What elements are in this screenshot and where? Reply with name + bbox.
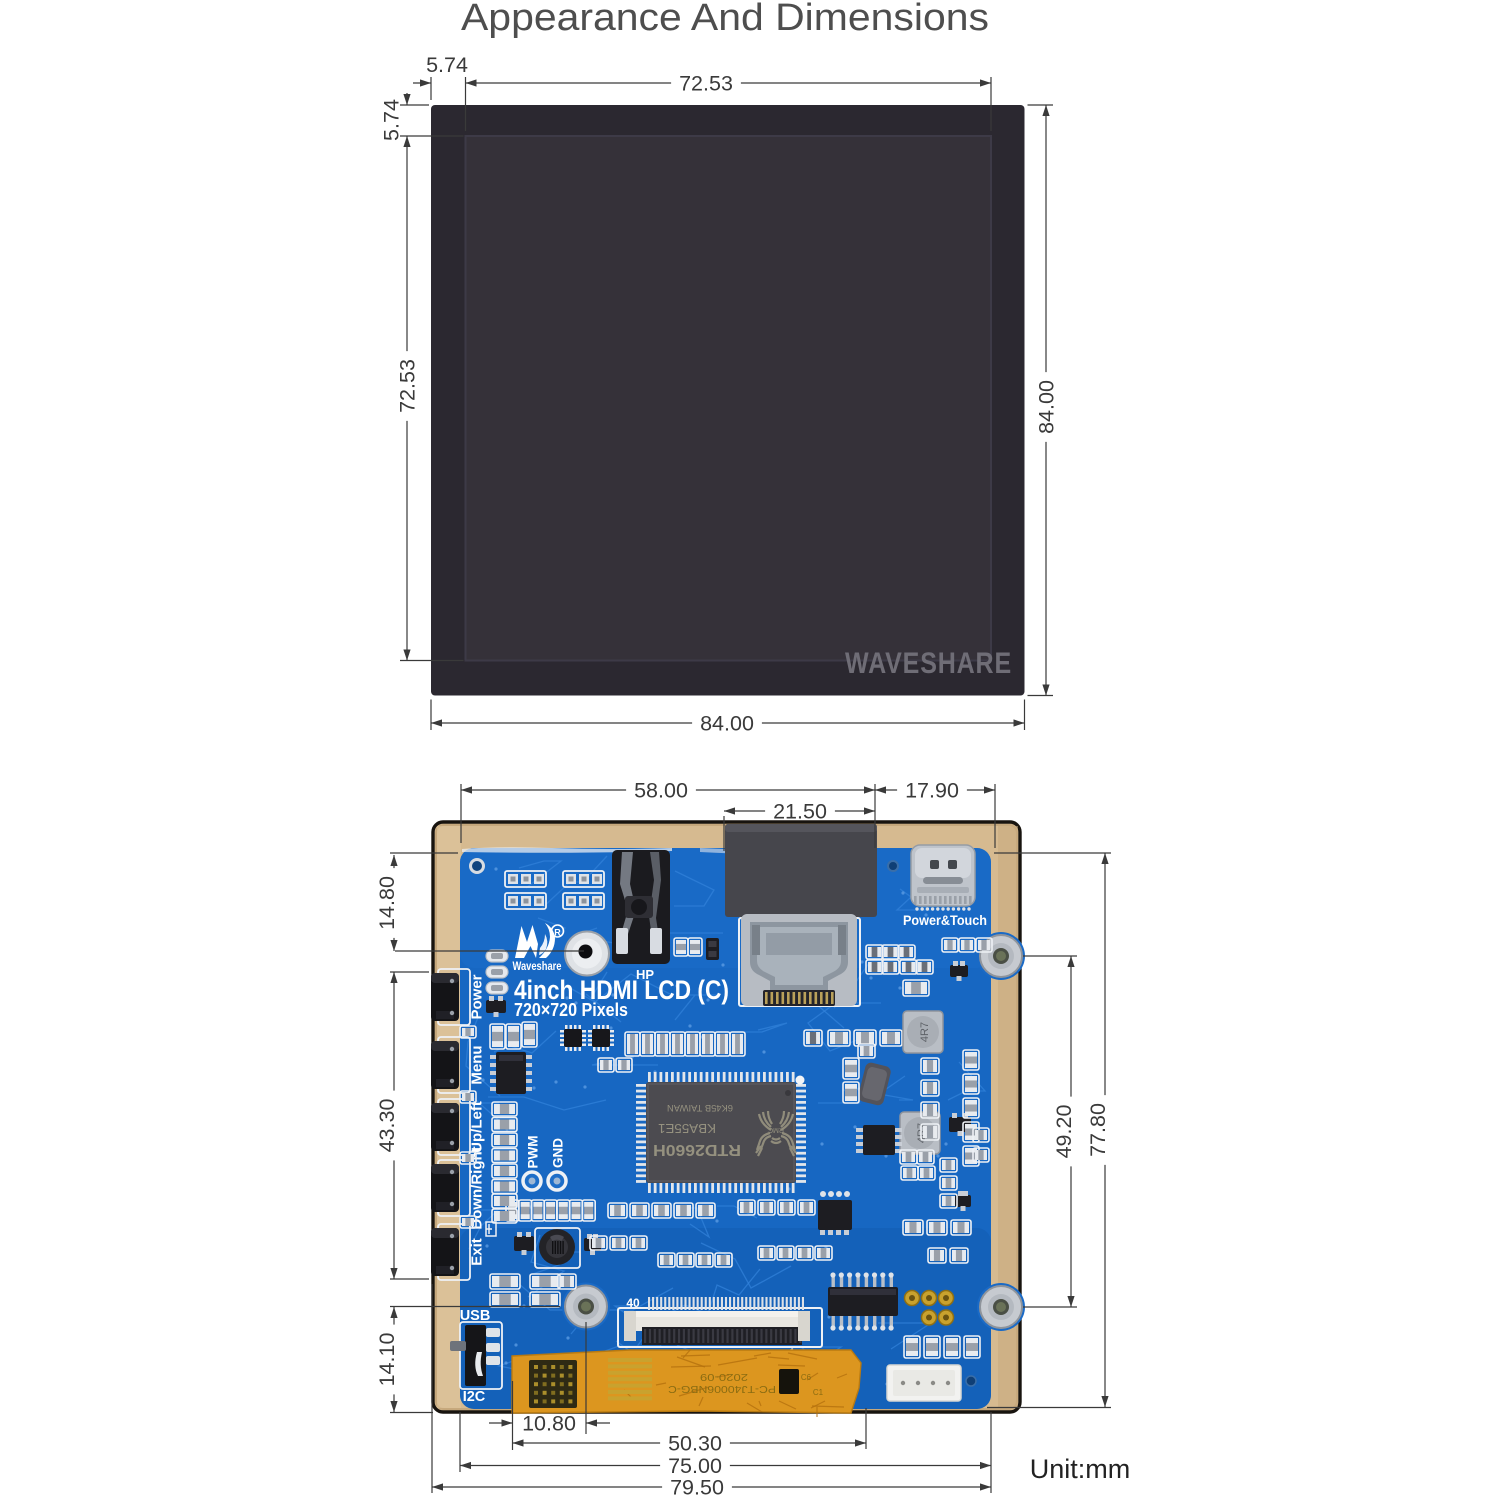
svg-text:KBA55E1: KBA55E1 xyxy=(658,1121,716,1136)
svg-text:PC-TJ40006NBG-C: PC-TJ40006NBG-C xyxy=(668,1383,776,1394)
svg-text:40: 40 xyxy=(626,1296,640,1310)
svg-text:USB: USB xyxy=(460,1308,491,1324)
svg-text:5.74: 5.74 xyxy=(426,53,468,77)
svg-text:WAVESHARE: WAVESHARE xyxy=(845,647,1012,680)
svg-text:Up/Left: Up/Left xyxy=(468,1101,485,1153)
svg-text:C1: C1 xyxy=(813,1388,824,1397)
svg-text:Power&Touch: Power&Touch xyxy=(903,912,987,928)
svg-text:5.74: 5.74 xyxy=(380,99,404,141)
svg-text:10.80: 10.80 xyxy=(522,1412,576,1436)
svg-text:14.80: 14.80 xyxy=(375,876,399,930)
svg-text:49.20: 49.20 xyxy=(1052,1105,1076,1159)
svg-text:2020-09: 2020-09 xyxy=(699,1371,748,1382)
svg-text:Unit:mm: Unit:mm xyxy=(1030,1454,1131,1484)
svg-text:PWM: PWM xyxy=(526,1136,541,1169)
svg-text:17.90: 17.90 xyxy=(905,779,959,803)
svg-text:HP: HP xyxy=(636,967,654,982)
svg-text:6K45B TAIWAN: 6K45B TAIWAN xyxy=(667,1103,733,1113)
svg-text:C6: C6 xyxy=(801,1373,812,1382)
svg-text:72.53: 72.53 xyxy=(679,72,733,96)
svg-text:14.10: 14.10 xyxy=(375,1333,399,1387)
svg-text:84.00: 84.00 xyxy=(700,712,754,736)
svg-text:50.30: 50.30 xyxy=(668,1432,722,1456)
svg-text:79.50: 79.50 xyxy=(670,1476,724,1499)
svg-text:43.30: 43.30 xyxy=(375,1099,399,1153)
svg-text:4R7: 4R7 xyxy=(919,1022,931,1042)
svg-text:720×720 Pixels: 720×720 Pixels xyxy=(514,999,628,1020)
svg-text:72.53: 72.53 xyxy=(396,359,420,413)
svg-text:21.50: 21.50 xyxy=(773,800,827,824)
svg-text:Exit: Exit xyxy=(468,1238,485,1266)
svg-text:RMC: RMC xyxy=(768,1126,784,1133)
svg-text:Menu: Menu xyxy=(468,1045,485,1084)
svg-text:Waveshare: Waveshare xyxy=(513,961,562,973)
svg-text:R: R xyxy=(554,928,561,938)
svg-text:75.00: 75.00 xyxy=(668,1454,722,1478)
svg-text:I2C: I2C xyxy=(463,1389,486,1405)
svg-text:58.00: 58.00 xyxy=(634,779,688,803)
svg-text:Power: Power xyxy=(468,974,485,1019)
svg-text:84.00: 84.00 xyxy=(1035,380,1059,434)
svg-text:Down/Right: Down/Right xyxy=(468,1146,485,1229)
svg-text:RTD2660H: RTD2660H xyxy=(653,1141,741,1158)
svg-text:4inch HDMI LCD (C): 4inch HDMI LCD (C) xyxy=(514,975,729,1005)
svg-text:GND: GND xyxy=(551,1138,566,1168)
svg-text:77.80: 77.80 xyxy=(1086,1103,1110,1157)
svg-text:Appearance And Dimensions: Appearance And Dimensions xyxy=(461,0,989,39)
